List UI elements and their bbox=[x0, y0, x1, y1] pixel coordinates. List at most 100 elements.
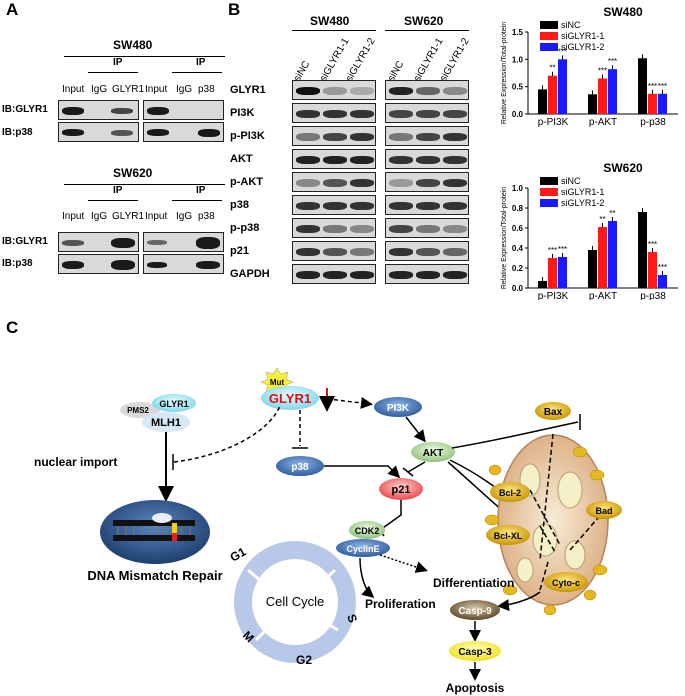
significance-label: *** bbox=[648, 240, 657, 249]
dna-strand-icon bbox=[113, 535, 195, 541]
bar bbox=[538, 89, 547, 114]
significance-label: *** bbox=[648, 82, 657, 91]
significance-label: ** bbox=[599, 215, 605, 224]
arrow bbox=[497, 591, 541, 612]
bar bbox=[608, 69, 617, 114]
cell-line-label: SW620 bbox=[404, 14, 444, 28]
bar bbox=[538, 281, 547, 288]
mlh1-node bbox=[142, 412, 190, 432]
divider bbox=[64, 56, 225, 57]
blot bbox=[292, 218, 376, 238]
blot bbox=[385, 172, 469, 192]
significance-label: *** bbox=[548, 246, 557, 255]
category-label: p-p38 bbox=[640, 117, 666, 128]
blot bbox=[58, 100, 139, 120]
bclxl-label: Bcl-XL bbox=[494, 531, 523, 541]
legend-label: siGLYR1-2 bbox=[561, 42, 604, 52]
inhibit-line bbox=[407, 461, 426, 473]
dna-repair-label: DNA Mismatch Repair bbox=[87, 568, 222, 583]
lane-input: Input bbox=[145, 84, 168, 95]
bad-node bbox=[586, 501, 622, 519]
mut-label: Mut bbox=[270, 378, 285, 387]
blot bbox=[292, 149, 376, 169]
blot bbox=[385, 218, 469, 238]
y-tick-label: 0.0 bbox=[512, 110, 524, 119]
category-label: p-p38 bbox=[640, 291, 666, 300]
panel-letter-a: A bbox=[6, 0, 19, 19]
lane-input: Input bbox=[62, 211, 85, 222]
inhibit-line bbox=[451, 421, 579, 449]
chart-title: SW620 bbox=[603, 161, 643, 175]
apoptosis-label: Apoptosis bbox=[446, 681, 505, 695]
cdk2-node bbox=[349, 521, 385, 539]
y-axis-label: Relative Expression/Total-protein bbox=[501, 22, 508, 124]
protein-label: p38 bbox=[230, 199, 249, 211]
y-tick-label: 0.8 bbox=[512, 204, 524, 213]
category-label: p-PI3K bbox=[538, 117, 569, 128]
y-tick-label: 1.0 bbox=[512, 184, 524, 193]
bar bbox=[588, 94, 597, 114]
bar bbox=[558, 257, 567, 288]
protein-label: GAPDH bbox=[230, 268, 270, 280]
mlh1-label: MLH1 bbox=[151, 417, 181, 429]
bclxl-node bbox=[486, 525, 530, 545]
bar bbox=[648, 252, 657, 288]
bar bbox=[658, 93, 667, 114]
nucleus-icon bbox=[100, 500, 210, 564]
p38-node bbox=[276, 456, 324, 476]
divider bbox=[88, 200, 138, 201]
divider bbox=[292, 30, 376, 31]
legend-swatch bbox=[540, 43, 558, 51]
pms2-node bbox=[120, 402, 160, 418]
significance-label: *** bbox=[598, 66, 607, 75]
p21-node bbox=[379, 478, 423, 500]
bar bbox=[658, 275, 667, 288]
divider bbox=[172, 200, 222, 201]
legend-label: siGLYR1-1 bbox=[561, 187, 604, 197]
lane-input: Input bbox=[62, 84, 85, 95]
divider bbox=[64, 184, 225, 185]
pms2-label: PMS2 bbox=[127, 406, 149, 415]
y-tick-label: 0.0 bbox=[512, 284, 524, 293]
nuclear-import-label: nuclear import bbox=[34, 455, 117, 469]
ip-label: IP bbox=[113, 57, 123, 68]
protein-label: PI3K bbox=[230, 107, 255, 119]
cycline-label: CyclinE bbox=[346, 544, 379, 554]
legend-swatch bbox=[540, 32, 558, 40]
differentiation-label: Differentiation bbox=[433, 576, 514, 590]
blot bbox=[143, 254, 224, 274]
lane-glyr1: GLYR1 bbox=[112, 84, 145, 95]
blot bbox=[385, 126, 469, 146]
akt-node bbox=[411, 442, 455, 462]
pi3k-label: PI3K bbox=[387, 403, 410, 414]
dotted-arrow bbox=[379, 554, 428, 573]
blot bbox=[58, 122, 139, 142]
row-label-ib-p38: IB:p38 bbox=[2, 258, 33, 269]
ip-label: IP bbox=[113, 185, 123, 196]
bax-label: Bax bbox=[544, 407, 563, 418]
bcl2-node bbox=[490, 482, 530, 502]
bar bbox=[548, 258, 557, 288]
protein-label: p-PI3K bbox=[230, 130, 265, 142]
cytoc-node bbox=[544, 572, 588, 592]
significance-label: *** bbox=[608, 57, 617, 66]
casp9-label: Casp-9 bbox=[458, 606, 492, 617]
dashed-arrow bbox=[319, 396, 373, 409]
lane-p38: p38 bbox=[198, 84, 215, 95]
row-label-ib-p38: IB:p38 bbox=[2, 127, 33, 138]
lane-igg: IgG bbox=[91, 211, 108, 222]
glyr1-complex-node bbox=[152, 394, 196, 412]
blot bbox=[292, 80, 376, 100]
row-label-ib-glyr1: IB:GLYR1 bbox=[2, 236, 48, 247]
legend-swatch bbox=[540, 177, 558, 185]
bar bbox=[648, 93, 657, 114]
akt-label: AKT bbox=[423, 448, 444, 459]
blot bbox=[385, 80, 469, 100]
casp3-label: Casp-3 bbox=[458, 647, 492, 658]
blot bbox=[143, 122, 224, 142]
arrow bbox=[405, 416, 426, 443]
inhibit-bar bbox=[402, 467, 414, 477]
category-label: p-AKT bbox=[589, 291, 617, 300]
lane-p38: p38 bbox=[198, 211, 215, 222]
